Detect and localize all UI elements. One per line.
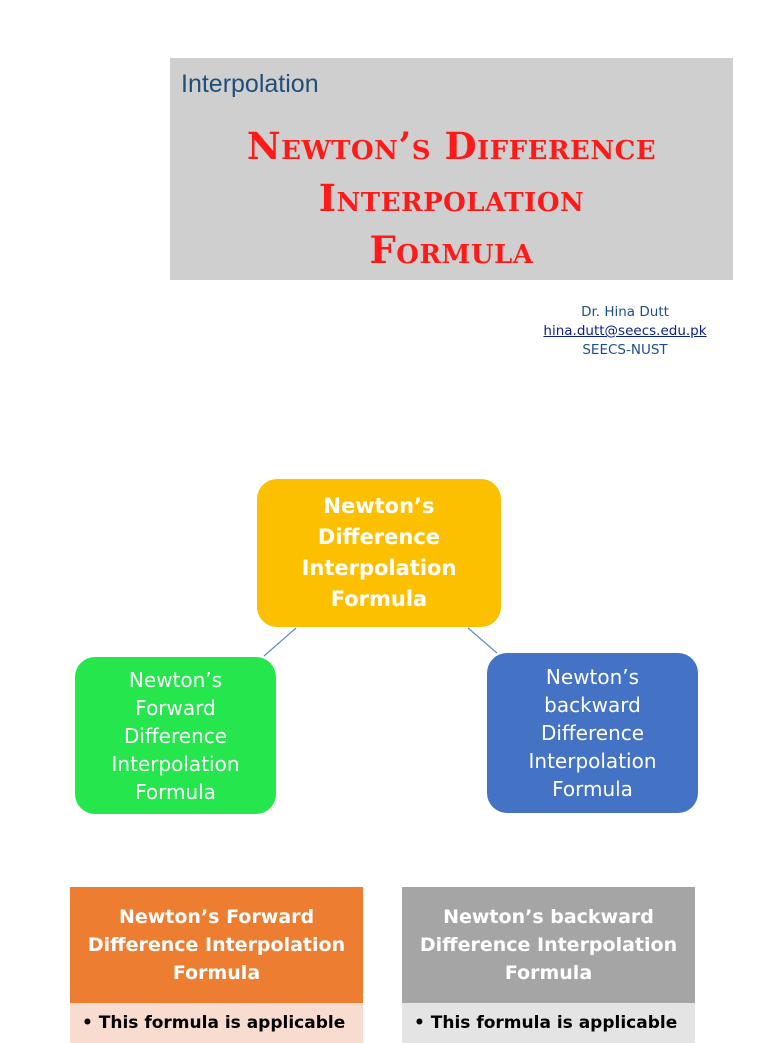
forward-header-line: Formula xyxy=(172,962,261,984)
backward-header-line: Newton’s backward xyxy=(443,906,654,928)
node-backward-difference-formula: Newton’s backward Difference Interpolati… xyxy=(487,653,698,813)
author-email-link[interactable]: hina.dutt@seecs.edu.pk xyxy=(543,323,707,339)
slide-heading: Interpolation xyxy=(181,70,319,98)
author-name: Dr. Hina Dutt xyxy=(581,304,669,320)
node-backward-line: Newton’s xyxy=(545,665,640,689)
node-backward-line: Difference xyxy=(540,721,645,745)
forward-header-line: Newton’s Forward xyxy=(118,906,315,928)
backward-header-line: Formula xyxy=(504,962,593,984)
connector-root-backward xyxy=(467,627,498,654)
node-forward-difference-formula: Newton’s Forward Difference Interpolatio… xyxy=(75,657,276,814)
node-root-line: Interpolation xyxy=(301,556,457,580)
node-root-line: Newton’s xyxy=(323,494,435,518)
node-backward-line: backward xyxy=(544,693,641,717)
node-newtons-difference-formula: Newton’s Difference Interpolation Formul… xyxy=(257,479,501,627)
main-title-line-1: Newton’s Difference xyxy=(246,124,657,168)
forward-bullet: • This formula is applicable xyxy=(82,1013,346,1033)
node-root-line: Formula xyxy=(330,587,428,611)
node-backward-line: Formula xyxy=(552,777,633,801)
backward-formula-card-body: • This formula is applicable xyxy=(402,1003,695,1043)
main-title-line-2: Interpolation xyxy=(318,176,585,220)
backward-header-line: Difference Interpolation xyxy=(419,934,678,956)
backward-bullet: • This formula is applicable xyxy=(414,1013,678,1033)
forward-header-line: Difference Interpolation xyxy=(87,934,346,956)
forward-formula-card-header: Newton’s Forward Difference Interpolatio… xyxy=(70,887,363,1003)
node-forward-line: Forward xyxy=(135,695,216,720)
node-root-line: Difference xyxy=(317,525,441,549)
node-forward-line: Newton’s xyxy=(128,667,223,692)
title-slide: Interpolation Newton’s Difference Interp… xyxy=(170,58,733,280)
node-forward-line: Formula xyxy=(135,779,216,804)
author-affiliation: SEECS-NUST xyxy=(582,342,668,358)
node-forward-line: Difference xyxy=(123,723,228,748)
forward-formula-card-body: • This formula is applicable xyxy=(70,1003,363,1043)
node-backward-line: Interpolation xyxy=(528,749,657,773)
main-title: Newton’s Difference Interpolation Formul… xyxy=(170,120,733,276)
backward-formula-card-header: Newton’s backward Difference Interpolati… xyxy=(402,887,695,1003)
connector-root-forward xyxy=(263,627,297,657)
node-forward-line: Interpolation xyxy=(111,751,240,776)
author-block: Dr. Hina Dutt hina.dutt@seecs.edu.pk SEE… xyxy=(520,303,730,360)
main-title-line-3: Formula xyxy=(369,228,534,272)
